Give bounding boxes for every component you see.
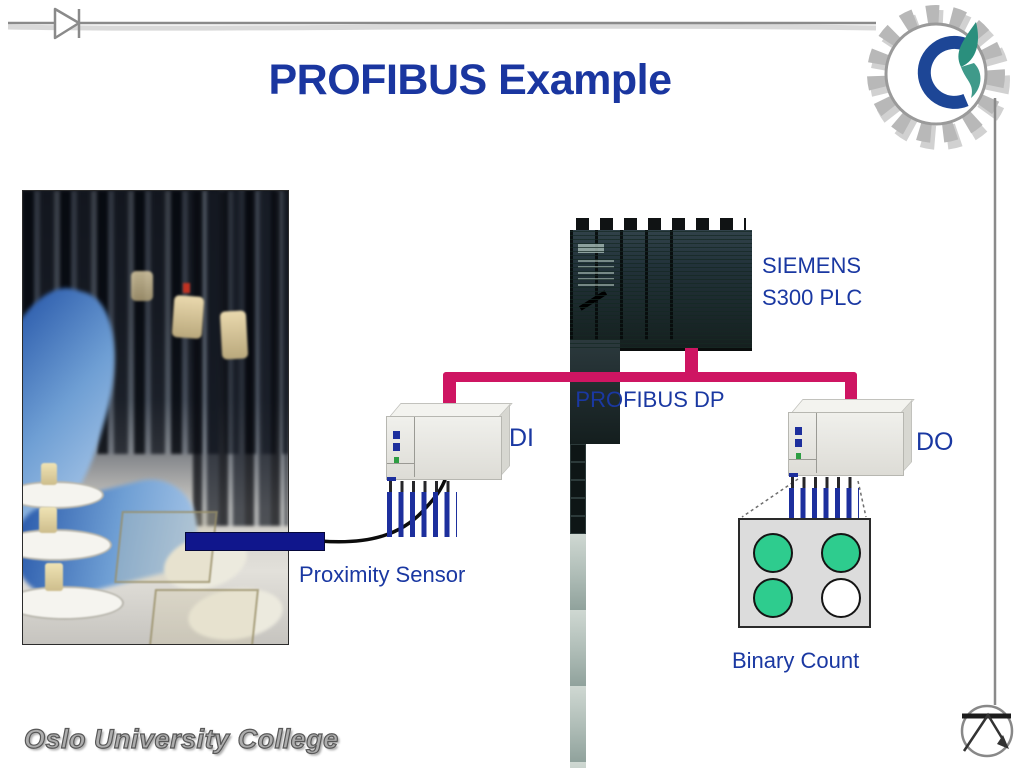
plc-label: SIEMENS S300 PLC xyxy=(762,250,862,314)
bus-di-drop xyxy=(443,372,456,412)
photo-disc xyxy=(23,586,124,620)
do-module xyxy=(788,398,915,535)
diode-icon xyxy=(53,7,81,40)
plc-rack xyxy=(570,230,752,768)
binary-led xyxy=(753,578,793,618)
do-marker xyxy=(789,473,798,477)
bus-label: PROFIBUS DP xyxy=(575,387,725,412)
photo-spool xyxy=(219,310,249,360)
do-label: DO xyxy=(916,428,954,456)
proximity-sensor-bar xyxy=(185,532,325,551)
gear-logo-icon xyxy=(867,5,1010,150)
factory-photo xyxy=(22,190,289,645)
photo-disc xyxy=(23,481,104,509)
photo-disc xyxy=(23,529,112,561)
binary-led xyxy=(821,578,861,618)
photo-disc-hub xyxy=(41,463,57,485)
do-led xyxy=(795,439,802,447)
binary-led xyxy=(821,533,861,573)
di-marker xyxy=(387,477,396,481)
binary-count-box xyxy=(738,518,871,628)
plc-top-tabs xyxy=(576,218,746,231)
bus-plc-drop xyxy=(685,348,698,378)
do-led xyxy=(795,427,802,435)
photo-disc-hub xyxy=(45,563,63,591)
di-module-body xyxy=(386,416,502,539)
di-module-head xyxy=(387,417,415,477)
photo-indicator-light xyxy=(183,283,190,293)
do-module-body xyxy=(788,412,904,535)
footer-logo-text: Oslo University College xyxy=(23,723,339,754)
photo-case xyxy=(147,589,259,644)
photo-disc-hub xyxy=(39,507,57,533)
binary-count-label: Binary Count xyxy=(732,648,860,673)
plc-module-panel xyxy=(570,686,586,762)
plc-module-panel xyxy=(570,534,586,610)
plc-module-panel xyxy=(570,610,586,686)
di-label: DI xyxy=(509,424,534,452)
photo-spool xyxy=(171,295,205,339)
di-divider xyxy=(387,463,414,464)
do-status-led xyxy=(796,453,801,459)
plc-connector xyxy=(570,444,586,462)
photo-spool xyxy=(131,271,153,301)
plc-connector xyxy=(570,498,586,516)
plc-label-line2: S300 PLC xyxy=(762,285,863,310)
plc-image xyxy=(570,218,752,768)
meter-icon xyxy=(960,704,1014,758)
do-divider xyxy=(789,459,816,460)
plc-label-line1: SIEMENS xyxy=(762,253,862,278)
di-status-led xyxy=(394,457,399,463)
bus-horizontal xyxy=(443,372,857,382)
di-module xyxy=(386,402,513,539)
di-led xyxy=(393,443,400,451)
di-led xyxy=(393,431,400,439)
binary-led xyxy=(753,533,793,573)
plc-connector xyxy=(570,480,586,498)
di-terminals xyxy=(387,481,457,539)
plc-connector xyxy=(570,462,586,480)
plc-connector xyxy=(570,516,586,534)
slide-title: PROFIBUS Example xyxy=(268,56,673,104)
plc-module-panel xyxy=(570,762,586,768)
do-module-head xyxy=(789,413,817,473)
sensor-label: Proximity Sensor xyxy=(299,562,466,587)
